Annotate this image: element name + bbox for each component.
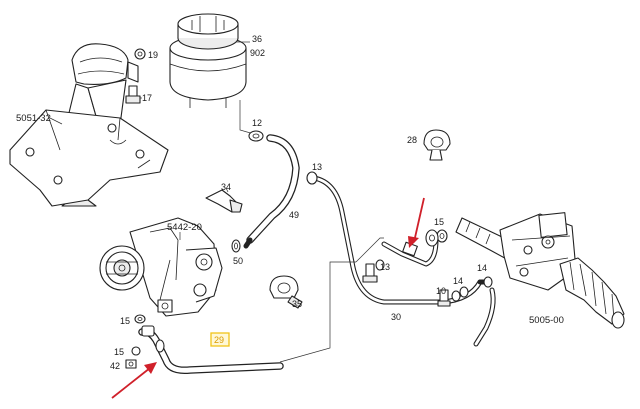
label-seal-14-a: 14 [453,276,463,286]
pump-seal-15-b [131,346,141,356]
label-reservoir-bottom: 902 [250,48,265,58]
clip-19 [134,48,146,60]
seal-14-b [483,276,493,288]
label-bolt-13: 13 [380,262,390,272]
pressure-hose-29 [138,325,284,375]
seal-50 [231,239,241,253]
reservoir [169,13,247,108]
steering-pump [99,217,223,317]
hose-clamp-12 [248,130,264,142]
label-hose-clamp-12: 12 [252,118,262,128]
highlighted-label-29: 29 [210,332,230,347]
washer-42 [125,359,137,369]
clamp-35 [269,275,303,309]
label-bolt-17: 17 [142,93,152,103]
clip-28 [423,129,451,161]
seal-14-a [459,286,469,298]
red-pointer-arrow [408,197,425,248]
label-hose-13: 13 [312,162,322,172]
banjo-fitting [402,229,439,257]
label-seal-50: 50 [233,256,243,266]
label-rack-seal-15: 15 [434,217,444,227]
clamp-13 [306,171,318,185]
label-bracket: 5051-32 [16,113,51,124]
label-pump-seal-15-a: 15 [120,316,130,326]
label-pump: 5442-20 [167,222,202,233]
pump-seal-15-a [134,314,146,324]
label-clip-19: 19 [148,50,158,60]
bolt-13 [362,259,385,283]
label-hose-29: 29 [214,335,224,345]
clip-34 [205,189,243,213]
bracket-assembly [9,43,169,207]
label-pump-seal-15-b: 15 [114,347,124,357]
label-clip-28: 28 [407,135,417,145]
label-washer-42: 42 [110,361,120,371]
label-seal-14-b: 14 [477,263,487,273]
label-pipe-30: 30 [391,312,401,322]
label-clip-34: 34 [221,182,231,192]
red-pointer-arrow [111,362,157,399]
steering-rack [455,212,625,329]
label-reservoir-top: 36 [252,34,262,44]
bolt-10 [437,289,461,307]
return-hose [243,134,300,249]
label-rack: 5005-00 [529,315,564,326]
label-hose-49: 49 [289,210,299,220]
rack-seal-15 [436,229,448,243]
label-bolt-10: 10 [436,286,446,296]
label-clamp-35: 35 [292,299,302,309]
bolt-17 [125,85,141,104]
